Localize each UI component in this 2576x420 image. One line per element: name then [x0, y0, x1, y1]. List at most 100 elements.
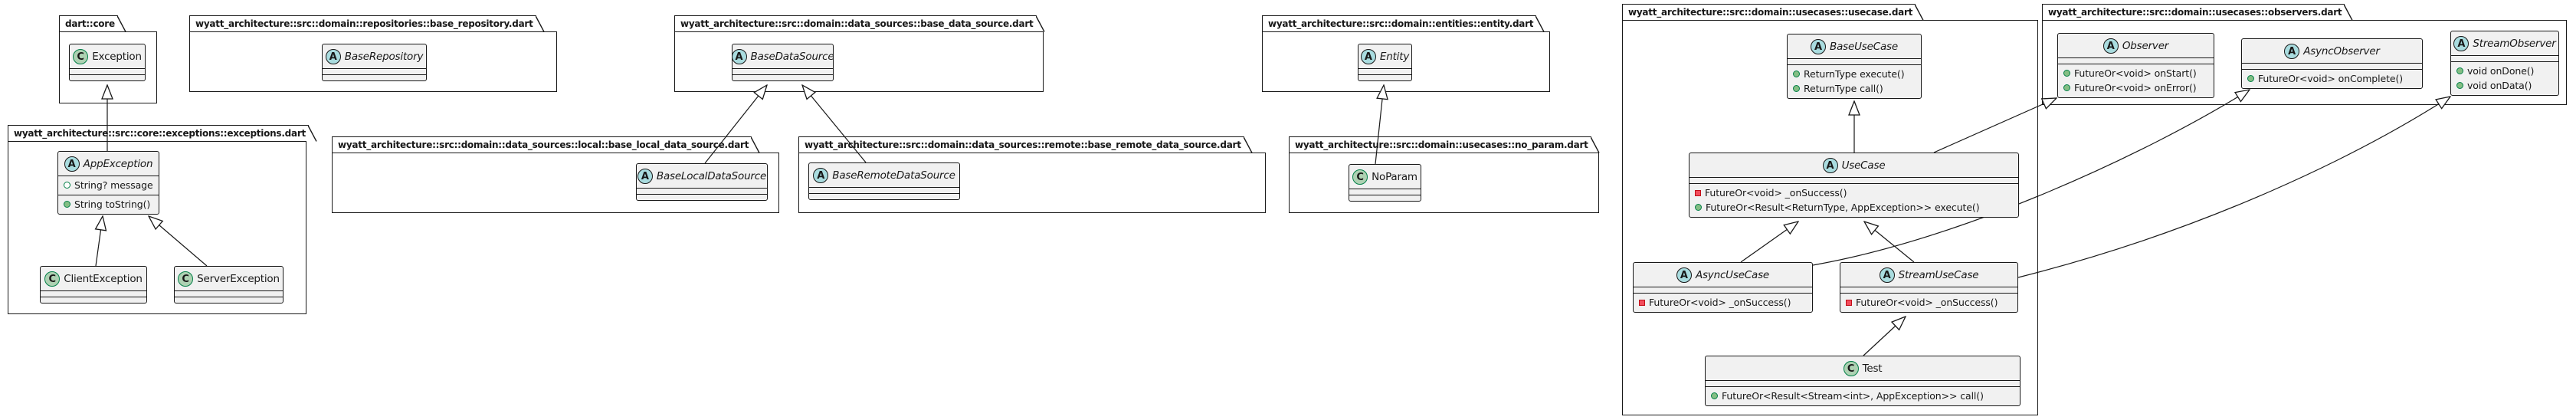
- class-fields-compartment: [1840, 287, 2017, 293]
- package-label: wyatt_architecture::src::domain::usecase…: [2048, 7, 2342, 18]
- public-method-icon: [2456, 82, 2463, 89]
- package-tab-fold: [1915, 3, 1924, 21]
- class-fields-compartment: [70, 68, 145, 74]
- package-no-param: [1289, 153, 1599, 213]
- package-label: wyatt_architecture::src::domain::data_so…: [805, 139, 1241, 150]
- package-label: wyatt_architecture::src::domain::reposit…: [195, 18, 533, 29]
- method-row: FutureOr<void> _onSuccess(): [1840, 295, 2017, 310]
- class-methods-compartment: [809, 193, 959, 199]
- method-row: String toString(): [58, 197, 159, 212]
- class-fields-compartment: [637, 188, 767, 194]
- class-icon: C: [178, 271, 194, 287]
- class-methods-compartment: FutureOr<void> onStart() FutureOr<void> o…: [2058, 64, 2214, 97]
- class-fields-compartment: [1358, 68, 1411, 74]
- class-methods-compartment: [637, 194, 767, 200]
- package-label: wyatt_architecture::src::core::exception…: [14, 128, 306, 139]
- class-fields-compartment: [175, 290, 283, 297]
- package-tab-local: wyatt_architecture::src::domain::data_so…: [332, 136, 760, 153]
- package-label: wyatt_architecture::src::domain::usecase…: [1628, 7, 1913, 18]
- class-fields-compartment: [1788, 58, 1921, 64]
- class-icon: C: [1352, 169, 1368, 185]
- method-text: FutureOr<void> onError(): [2074, 82, 2197, 94]
- method-row: FutureOr<void> onStart(): [2058, 66, 2214, 80]
- method-row: void onDone(): [2451, 64, 2558, 78]
- package-tab-fold: [1035, 15, 1045, 32]
- package-tab-no-param: wyatt_architecture::src::domain::usecase…: [1289, 136, 1600, 153]
- package-tab-fold: [1535, 15, 1545, 32]
- private-method-icon: [1639, 299, 1645, 306]
- method-text: FutureOr<void> _onSuccess(): [1705, 187, 1847, 199]
- package-label: wyatt_architecture::src::domain::entitie…: [1268, 18, 1534, 29]
- class-fields-compartment: [1689, 177, 2018, 183]
- class-methods-compartment: FutureOr<void> onComplete(): [2242, 69, 2422, 88]
- public-method-icon: [2247, 75, 2254, 82]
- public-method-icon: [1793, 85, 1800, 92]
- class-methods-compartment: [1349, 195, 1421, 201]
- method-text: FutureOr<Result<ReturnType, AppException…: [1706, 202, 1980, 213]
- method-text: FutureOr<Result<Stream<int>, AppExceptio…: [1722, 390, 1984, 402]
- method-row: FutureOr<void> onError(): [2058, 80, 2214, 95]
- public-method-icon: [1793, 71, 1800, 77]
- abstract-class-icon: A: [325, 49, 341, 64]
- class-name: Test: [1862, 363, 1883, 375]
- method-text: FutureOr<void> _onSuccess(): [1649, 297, 1791, 308]
- package-label: dart::core: [65, 18, 115, 29]
- method-row: FutureOr<Result<ReturnType, AppException…: [1689, 200, 2018, 215]
- abstract-class-icon: A: [2102, 38, 2119, 54]
- class-icon: C: [1843, 361, 1859, 376]
- abstract-class-icon: A: [1822, 158, 1838, 173]
- edge-streamusecase-extends-streamobserver: [2017, 97, 2450, 278]
- method-text: void onDone(): [2467, 65, 2535, 77]
- class-name: AsyncObserver: [2303, 45, 2380, 57]
- package-tab-observers: wyatt_architecture::src::domain::usecase…: [2042, 3, 2354, 21]
- package-tab-fold: [116, 15, 126, 32]
- abstract-class-icon: A: [64, 156, 80, 172]
- private-method-icon: [1695, 189, 1701, 196]
- class-methods-compartment: String toString(): [58, 195, 159, 214]
- class-fields-compartment: [809, 187, 959, 193]
- class-methods-compartment: FutureOr<void> _onSuccess(): [1634, 293, 1812, 312]
- package-base-data-source: [674, 31, 1044, 92]
- method-row: FutureOr<void> _onSuccess(): [1634, 295, 1812, 310]
- field-visibility-icon: [64, 182, 70, 189]
- class-methods-compartment: FutureOr<void> _onSuccess() FutureOr<Resu…: [1689, 183, 2018, 217]
- class-name: BaseLocalDataSource: [656, 170, 767, 182]
- class-name: AsyncUseCase: [1695, 269, 1770, 281]
- class-name: BaseRemoteDataSource: [832, 169, 955, 182]
- class-icon: C: [44, 271, 61, 287]
- class-name: UseCase: [1841, 159, 1886, 172]
- class-name: BaseUseCase: [1830, 41, 1898, 53]
- class-name: Entity: [1379, 51, 1410, 63]
- class-methods-compartment: [70, 74, 145, 80]
- abstract-class-icon: A: [2284, 44, 2300, 59]
- package-tab-fold: [307, 124, 317, 142]
- method-row: FutureOr<void> _onSuccess(): [1689, 185, 2018, 200]
- class-name: StreamObserver: [2473, 38, 2556, 50]
- package-label: wyatt_architecture::src::domain::data_so…: [680, 18, 1034, 29]
- method-row: ReturnType execute(): [1788, 67, 1921, 81]
- method-row: void onData(): [2451, 78, 2558, 93]
- class-methods-compartment: [323, 74, 426, 80]
- class-methods-compartment: [1358, 74, 1411, 80]
